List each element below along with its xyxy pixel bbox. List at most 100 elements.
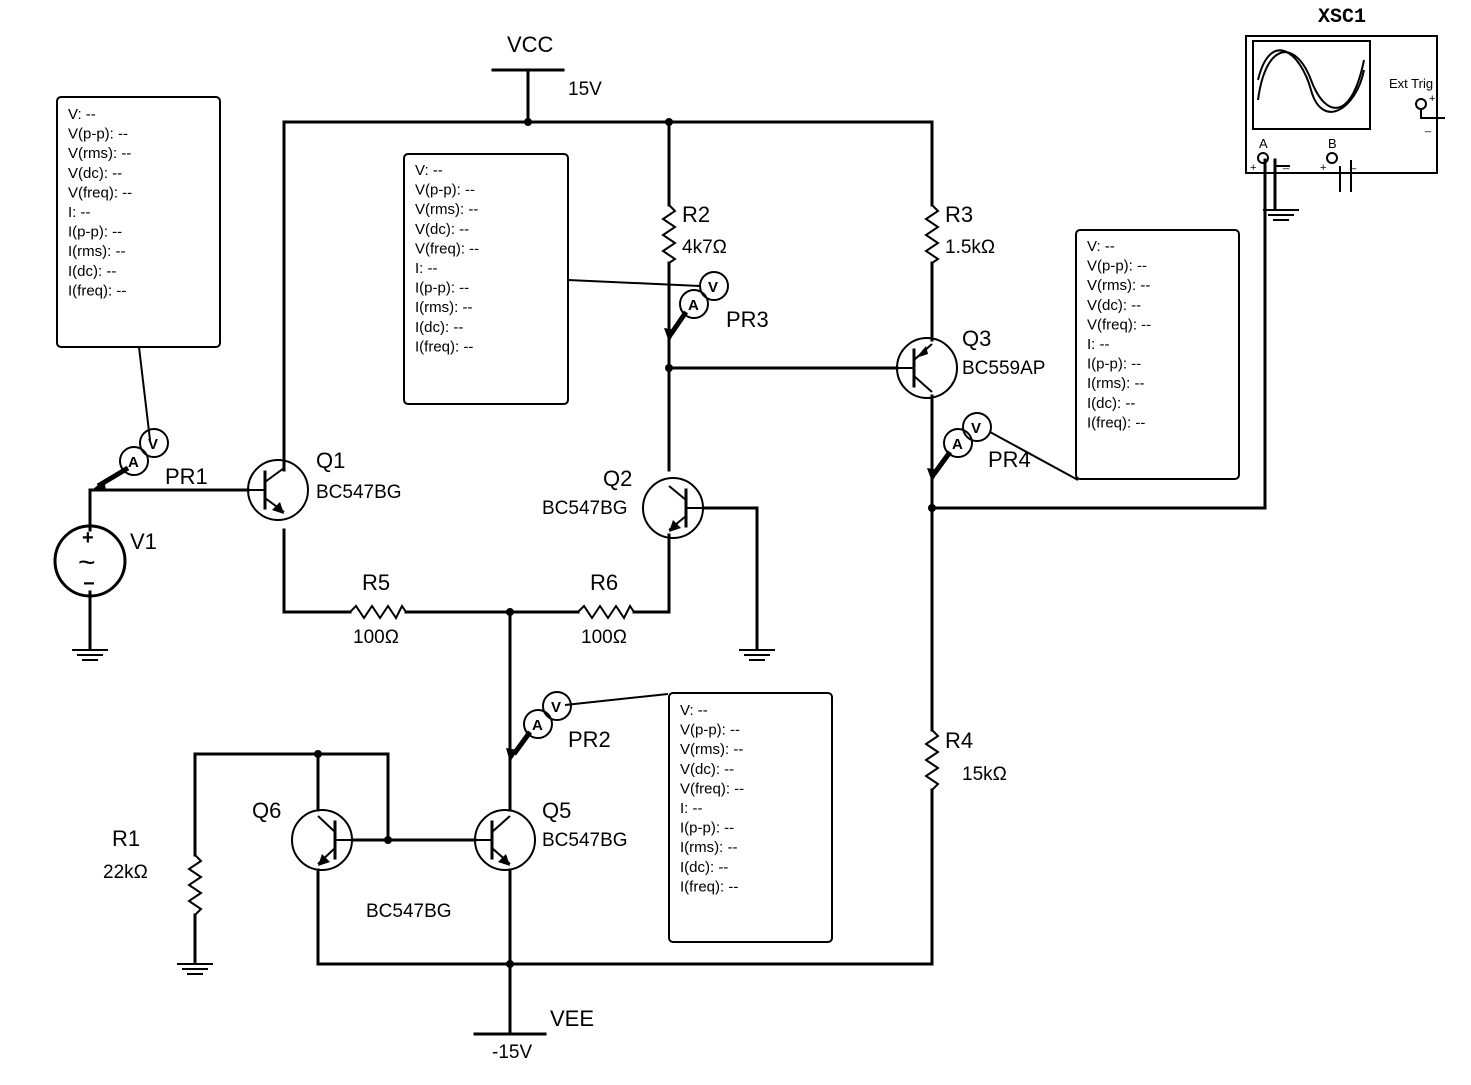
readout-line: V(rms): --	[415, 201, 478, 218]
r3-resistor[interactable]: R3 1.5kΩ	[924, 202, 995, 264]
pr3-label: PR3	[726, 307, 769, 332]
scope-ext-trig-terminal[interactable]	[1415, 98, 1427, 110]
scope-label: XSC1	[1318, 6, 1366, 29]
readout-line: I(freq): --	[415, 338, 473, 355]
readout-line: I(rms): --	[68, 243, 125, 260]
q2-transistor[interactable]: Q2 BC547BG	[542, 466, 704, 539]
r1-value: 22kΩ	[103, 862, 148, 883]
readout-line: I: --	[1087, 336, 1110, 353]
readout-line: V(p-p): --	[415, 182, 475, 199]
probe-pr2[interactable]: A V PR2	[506, 691, 611, 762]
q2-model: BC547BG	[542, 498, 628, 519]
q1-transistor[interactable]: Q1 BC547BG	[247, 448, 402, 521]
pr1-readout: V: -- V(p-p): -- V(rms): -- V(dc): -- V(freq…	[56, 96, 221, 348]
q6-label: Q6	[252, 798, 281, 823]
scope-waveform-2	[1257, 49, 1365, 113]
v1-minus-icon: −	[83, 573, 95, 595]
r4-label: R4	[945, 728, 973, 753]
q5-label: Q5	[542, 798, 571, 823]
v1-label: V1	[130, 529, 157, 554]
r1-label: R1	[112, 826, 140, 851]
ground-r1	[177, 963, 213, 975]
oscilloscope-xsc1[interactable]: XSC1 Ext Trig + _ A + _ B + _	[1245, 6, 1445, 192]
r1-resistor[interactable]: R1 22kΩ	[103, 826, 203, 916]
readout-line: I(p-p): --	[415, 280, 469, 297]
q3-transistor[interactable]: Q3 BC559AP	[896, 326, 1045, 399]
readout-line: I(rms): --	[680, 839, 737, 856]
v1-source[interactable]: + ~ − V1	[53, 524, 157, 598]
r6-resistor[interactable]: R6 100Ω	[577, 570, 635, 648]
q5-transistor[interactable]: Q5 BC547BG	[474, 798, 628, 871]
readout-line: V(freq): --	[415, 240, 479, 257]
readout-line: V(p-p): --	[680, 722, 740, 739]
r3-value: 1.5kΩ	[945, 237, 995, 258]
readout-line: V: --	[68, 106, 96, 123]
vee-value: -15V	[492, 1042, 532, 1063]
ground-scope	[1263, 209, 1299, 221]
r4-resistor[interactable]: R4 15kΩ	[924, 728, 1007, 791]
r6-label: R6	[590, 570, 618, 595]
readout-line: V(freq): --	[68, 184, 132, 201]
scope-ext-minus: _	[1424, 121, 1432, 133]
q2-label: Q2	[603, 466, 632, 491]
r2-label: R2	[682, 202, 710, 227]
pr3-voltmeter-icon: V	[708, 279, 718, 296]
readout-line: V(p-p): --	[1087, 258, 1147, 275]
vcc-supply[interactable]: VCC 15V	[491, 32, 602, 100]
probe-pr4[interactable]: A V PR4	[927, 412, 1031, 482]
q6-model: BC547BG	[366, 901, 452, 922]
readout-line: I: --	[680, 800, 703, 817]
vee-supply[interactable]: VEE -15V	[473, 1006, 594, 1063]
readout-line: V(rms): --	[1087, 277, 1150, 294]
r5-resistor[interactable]: R5 100Ω	[349, 570, 407, 648]
q5-model: BC547BG	[542, 830, 628, 851]
q1-model: BC547BG	[316, 482, 402, 503]
vee-label: VEE	[550, 1006, 594, 1031]
r2-resistor[interactable]: R2 4k7Ω	[661, 202, 727, 264]
scope-a-plus: +	[1250, 162, 1256, 174]
wires	[88, 68, 1277, 1034]
pr3-ammeter-icon: A	[688, 297, 699, 314]
probe-pr1[interactable]: A V PR1	[92, 428, 208, 490]
scope-waveform-1	[1257, 51, 1365, 109]
q3-model: BC559AP	[962, 358, 1045, 379]
readout-line: V: --	[1087, 238, 1115, 255]
readout-line: V(freq): --	[1087, 316, 1151, 333]
readout-line: I(dc): --	[680, 859, 728, 876]
readout-line: I: --	[68, 204, 91, 221]
scope-channel-b-terminal[interactable]	[1326, 152, 1338, 164]
readout-line: V(dc): --	[68, 165, 122, 182]
readout-line: I(freq): --	[68, 282, 126, 299]
readout-line: I: --	[415, 260, 438, 277]
q3-label: Q3	[962, 326, 991, 351]
readout-line: I(p-p): --	[68, 224, 122, 241]
pr3-readout: V: --V(p-p): --V(rms): --V(dc): --V(freq…	[403, 153, 569, 405]
probe-pr3[interactable]: A V PR3	[664, 271, 769, 342]
junctions	[314, 118, 936, 968]
readout-line: V: --	[680, 702, 708, 719]
v1-plus-icon: +	[82, 527, 94, 549]
readout-line: I(freq): --	[1087, 414, 1145, 431]
pr4-voltmeter-icon: V	[971, 420, 981, 437]
readout-line: V(dc): --	[680, 761, 734, 778]
readout-line: I(rms): --	[415, 299, 472, 316]
q6-transistor[interactable]: Q6 BC547BG	[252, 798, 452, 922]
ground-q2	[739, 649, 775, 661]
pr2-readout: V: --V(p-p): --V(rms): --V(dc): --V(freq…	[668, 692, 833, 943]
ground-v1	[72, 649, 108, 661]
readout-line: I(p-p): --	[680, 820, 734, 837]
scope-b-minus: _	[1349, 158, 1357, 170]
r6-value: 100Ω	[581, 627, 627, 648]
readout-line: V(rms): --	[680, 741, 743, 758]
ground-symbols	[72, 209, 1299, 975]
r5-label: R5	[362, 570, 390, 595]
readout-line: I(dc): --	[1087, 395, 1135, 412]
scope-channel-a-terminal[interactable]	[1257, 152, 1269, 164]
scope-screen	[1252, 40, 1371, 130]
pr4-label: PR4	[988, 447, 1031, 472]
readout-line: V(rms): --	[68, 145, 131, 162]
readout-line: V(p-p): --	[68, 126, 128, 143]
pr2-voltmeter-icon: V	[551, 699, 561, 716]
pr4-readout: V: --V(p-p): --V(rms): --V(dc): --V(freq…	[1075, 229, 1240, 480]
